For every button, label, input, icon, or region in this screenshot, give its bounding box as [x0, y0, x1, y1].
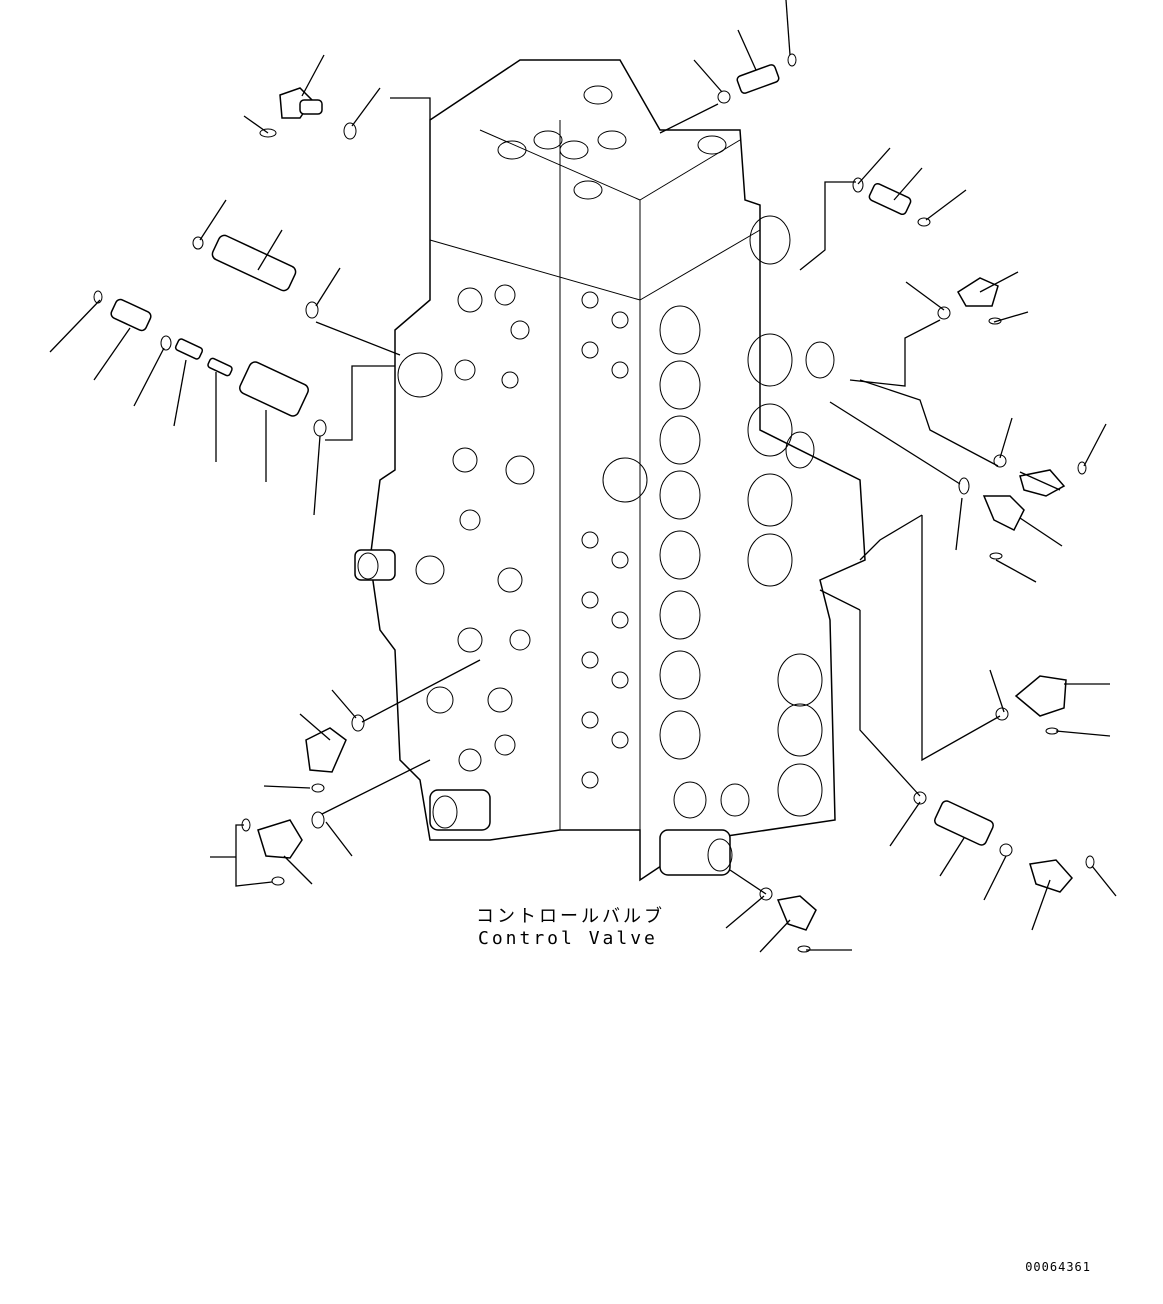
fittings-left [93, 87, 365, 886]
valve-block [354, 59, 866, 882]
caption-japanese: コントロールバルブ [476, 906, 665, 927]
caption-english: Control Valve [478, 928, 658, 949]
fittings-right [717, 53, 1095, 953]
document-number: 00064361 [1025, 1260, 1091, 1274]
leader-lines [49, 0, 1117, 953]
